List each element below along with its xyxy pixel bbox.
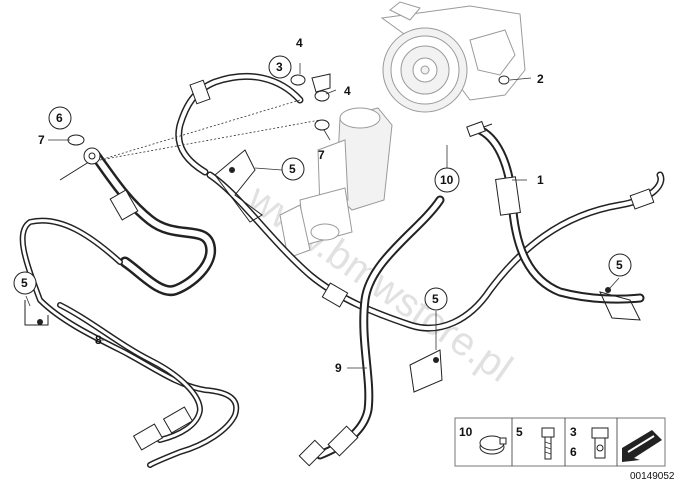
svg-text:6: 6: [570, 445, 577, 459]
hose-clamp-icon: [479, 435, 507, 455]
callout-1: 1: [537, 173, 544, 187]
svg-text:9: 9: [335, 361, 342, 375]
callout-4-upper: 4: [296, 36, 303, 50]
legend-item-10: 10: [459, 425, 507, 455]
hose-upper-pressure-line: [175, 72, 304, 176]
fitting-pump-outlet: [466, 120, 493, 138]
svg-text:5: 5: [432, 292, 439, 306]
callout-9: 9: [335, 361, 342, 375]
watermark: www.bmwstore.pl: [239, 176, 520, 391]
svg-text:4: 4: [344, 84, 351, 98]
svg-text:8: 8: [95, 333, 102, 347]
svg-text:5: 5: [516, 425, 523, 439]
bracket-part-5-left: [24, 300, 49, 326]
callout-2: 2: [537, 72, 544, 86]
svg-text:10: 10: [459, 425, 473, 439]
hose-long-return-line: [206, 171, 665, 332]
svg-text:4: 4: [296, 36, 303, 50]
callout-3: 3: [268, 55, 292, 79]
svg-text:7: 7: [38, 133, 45, 147]
bracket-part-5-upper: [214, 149, 263, 223]
hose-flex-lower: [89, 149, 217, 297]
svg-text:3: 3: [276, 60, 283, 74]
seal-ring-parts: [67, 73, 510, 146]
callout-6: 6: [48, 106, 72, 130]
svg-text:5: 5: [616, 258, 623, 272]
line-part-8: [19, 217, 240, 468]
callout-5-mid: 5: [424, 287, 448, 311]
callout-8: 8: [95, 333, 102, 347]
svg-text:7: 7: [318, 148, 325, 162]
svg-text:3: 3: [570, 425, 577, 439]
hose-part-9: [298, 195, 445, 467]
callout-5-upper: 5: [281, 157, 305, 181]
callout-10: 10: [434, 167, 460, 193]
callout-7-center: 7: [318, 148, 325, 162]
callout-5-left: 5: [13, 271, 37, 295]
svg-text:10: 10: [440, 173, 454, 187]
legend-item-3-6: 3 6: [570, 425, 609, 459]
bracket-part-5-right: [599, 287, 641, 321]
legend-item-5: 5: [516, 425, 555, 460]
svg-text:6: 6: [56, 111, 63, 125]
svg-text:2: 2: [537, 72, 544, 86]
callout-5-right: 5: [608, 253, 632, 277]
svg-text:1: 1: [537, 173, 544, 187]
callout-4-lower: 4: [344, 84, 351, 98]
steering-gear: [279, 107, 393, 259]
callout-7-left: 7: [38, 133, 45, 147]
arrow-icon: [622, 430, 662, 462]
svg-text:5: 5: [289, 162, 296, 176]
power-steering-pump: [380, 1, 526, 113]
hose-part-1: [475, 125, 645, 304]
banjo-fitting-left: [59, 147, 101, 181]
bolt-icon: [541, 427, 555, 460]
banjo-bolt-icon: [591, 427, 609, 459]
parts-legend: 10 5 3 6: [454, 417, 666, 467]
bracket-part-5-mid: [409, 349, 443, 393]
svg-text:5: 5: [21, 276, 28, 290]
document-number: 00149052: [630, 471, 675, 482]
